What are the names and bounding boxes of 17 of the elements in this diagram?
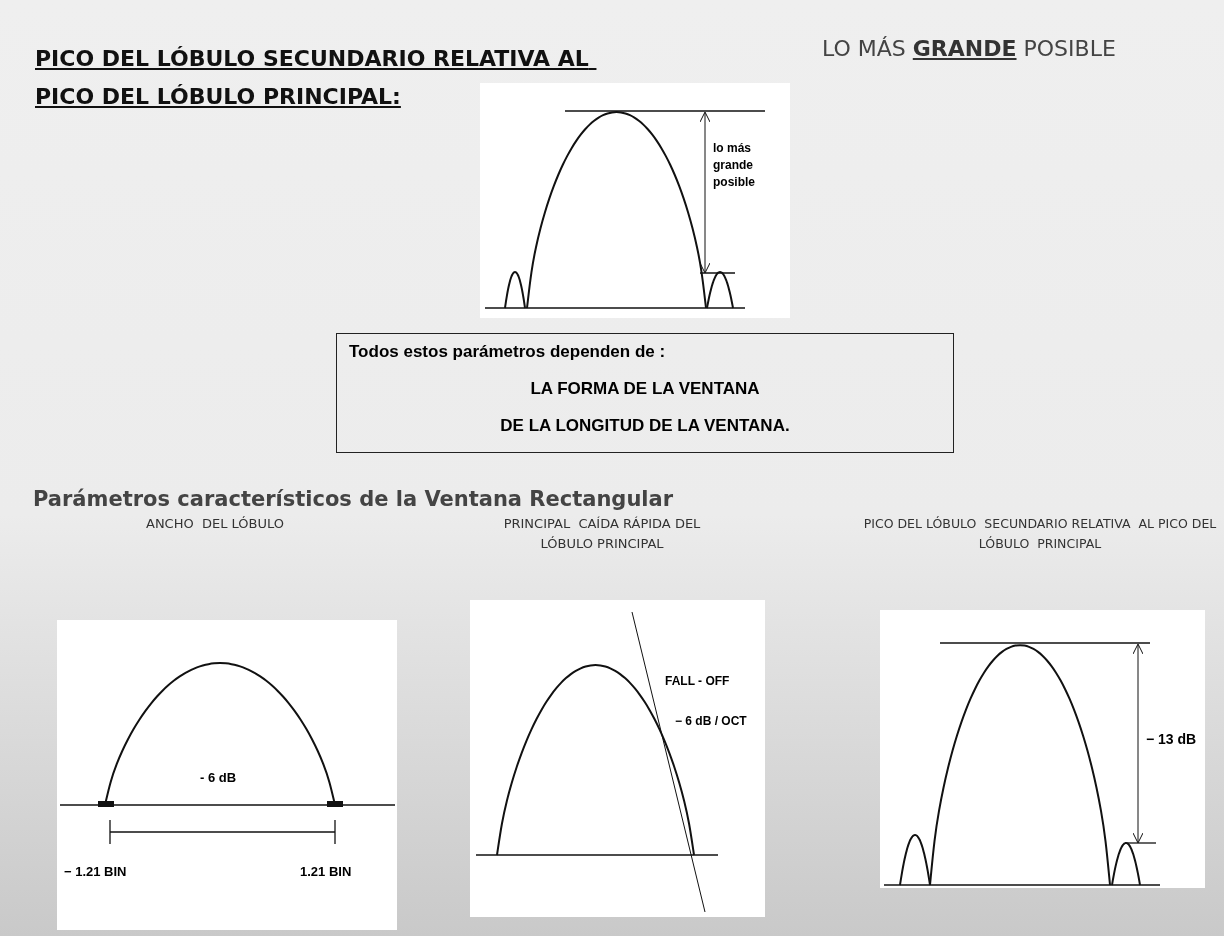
plot-label: − 6 dB / OCT xyxy=(675,714,747,728)
bullet-text: LA FORMA DE LA VENTANA xyxy=(530,379,760,399)
slide-heading: PICO DEL LÓBULO SECUNDARIO RELATIVA AL PICO DEL LÓBULO PRINCIPAL: xyxy=(35,45,590,111)
dimension-label: − 13 dB xyxy=(1146,731,1197,747)
plot-caption: PICO DEL LÓBULO SECUNDARIO RELATIVA AL PICO DEL LÓBULO PRINCIPAL xyxy=(862,515,1218,553)
plot-caption: PRINCIPAL CAÍDA RÁPIDA DEL LÓBULO PRINCIPAL xyxy=(502,515,702,553)
bullet-text: DE LA LONGITUD DE LA VENTANA. xyxy=(500,416,790,436)
dimension-label: - 6 dB xyxy=(200,770,237,785)
dimension-label: − 1.21 BIN xyxy=(64,864,127,879)
dimension-label: 1.21 BIN xyxy=(300,864,352,879)
section-heading: Parámetros característicos de la Ventana Rectangular xyxy=(33,486,674,513)
plot-label: FALL - OFF xyxy=(665,674,730,688)
text-frame xyxy=(336,333,954,453)
plot-caption: ANCHO DEL LÓBULO xyxy=(145,515,285,533)
note-text: LO MÁS GRANDE POSIBLE xyxy=(822,35,1116,63)
frame-heading: Todos estos parámetros dependen de : xyxy=(349,342,666,362)
dimension-label: lo más grande posible xyxy=(713,140,756,191)
